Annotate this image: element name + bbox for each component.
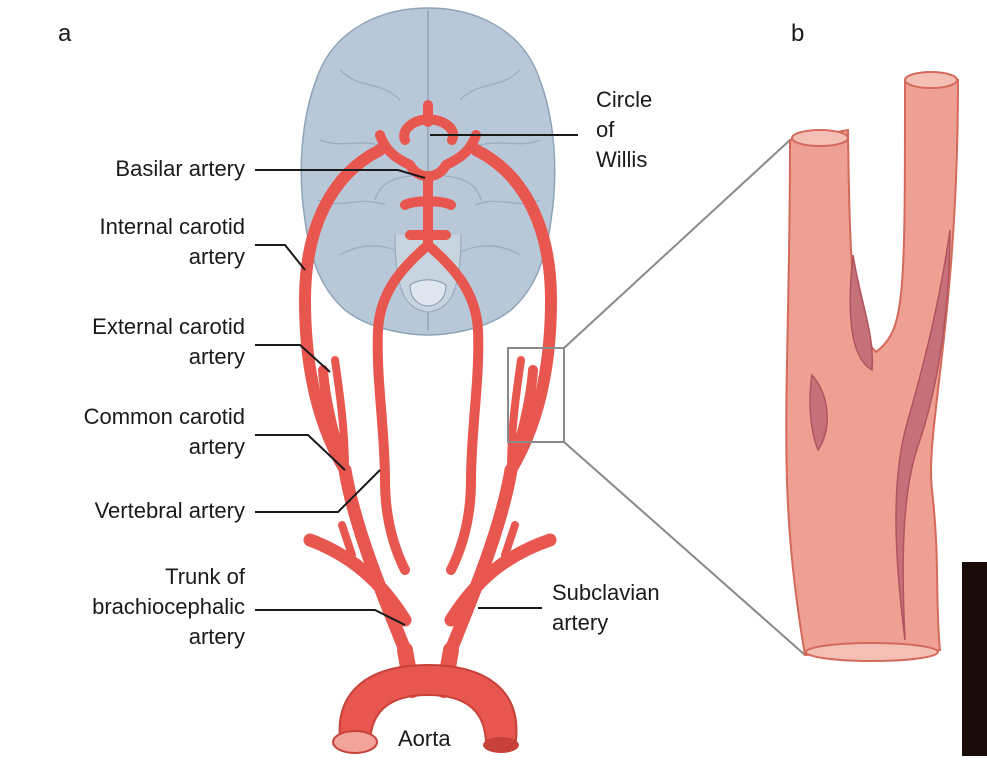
panel-letter-b: b — [791, 20, 804, 48]
label-external-carotid-artery: External carotid artery — [0, 312, 245, 372]
label-circle-of-willis: Circle of Willis — [596, 85, 652, 175]
leader-trunk — [255, 610, 405, 625]
vessel-detail — [786, 72, 958, 661]
panel-letter-a: a — [58, 20, 71, 48]
label-aorta: Aorta — [398, 724, 451, 754]
dark-corner-block — [962, 562, 987, 756]
label-internal-carotid-artery: Internal carotid artery — [0, 212, 245, 272]
label-common-carotid-artery: Common carotid artery — [0, 402, 245, 462]
leader-vertebral — [255, 470, 380, 512]
leader-internal-carotid — [255, 245, 305, 270]
label-trunk-of-brachiocephalic-artery: Trunk of brachiocephalic artery — [0, 562, 245, 652]
label-subclavian-artery: Subclavian artery — [552, 578, 660, 638]
label-basilar-artery: Basilar artery — [0, 154, 245, 184]
label-vertebral-artery: Vertebral artery — [0, 496, 245, 526]
